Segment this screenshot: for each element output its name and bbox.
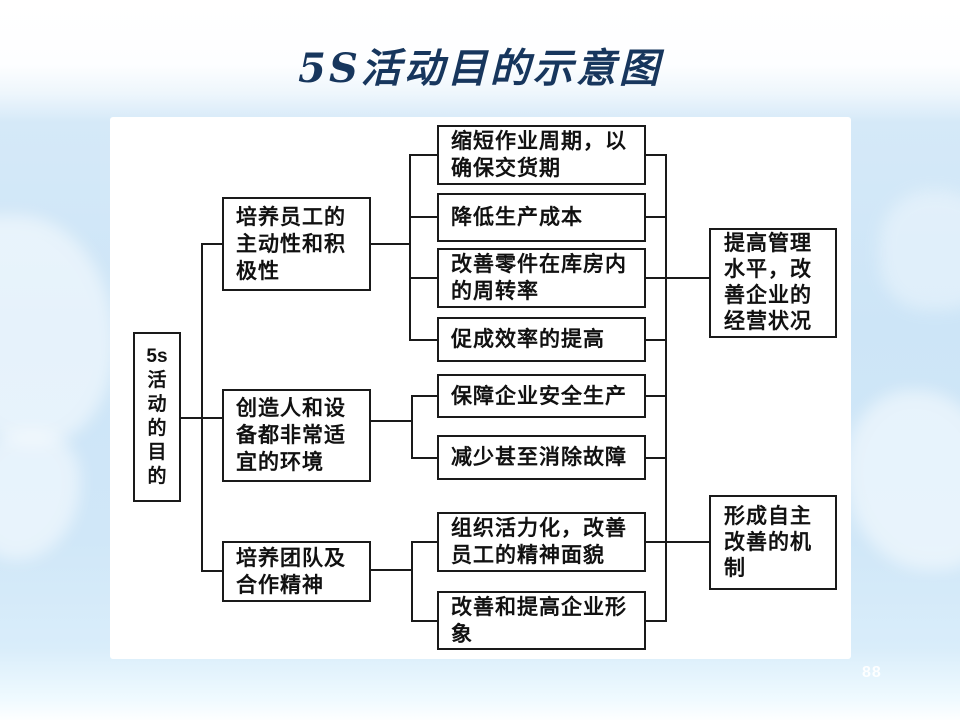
node-outcome-2: 降低生产成本: [437, 193, 646, 242]
node-outcome-3: 改善零件在库房内的周转率: [437, 248, 646, 308]
node-root: 5s 活 动 的 目 的: [133, 332, 181, 502]
map-decoration: [880, 190, 960, 310]
node-result-1: 提高管理水平，改善企业的经营状况: [709, 228, 837, 338]
node-outcome-8: 改善和提高企业形象: [437, 591, 646, 650]
connector: [646, 620, 667, 622]
connector: [646, 339, 667, 341]
connector: [201, 243, 222, 245]
connector: [371, 569, 413, 571]
connector: [201, 570, 222, 572]
page-number: 88: [862, 664, 882, 681]
node-root-line: 动: [147, 394, 167, 415]
node-root-line: 的: [147, 418, 167, 439]
connector: [201, 243, 203, 572]
node-root-line: 活: [147, 370, 167, 391]
connector: [409, 277, 437, 279]
connector: [409, 154, 437, 156]
node-purpose-2: 创造人和设备都非常适宜的环境: [222, 389, 371, 482]
connector: [646, 216, 667, 218]
connector: [646, 395, 667, 397]
map-decoration: [845, 390, 960, 570]
connector: [409, 154, 411, 341]
node-outcome-6: 减少甚至消除故障: [437, 435, 646, 480]
node-outcome-4: 促成效率的提高: [437, 317, 646, 362]
connector: [646, 457, 667, 459]
connector: [409, 216, 437, 218]
page-title: 5S活动目的示意图: [298, 45, 662, 92]
node-root-line: 的: [147, 466, 167, 487]
node-outcome-1: 缩短作业周期，以确保交货期: [437, 125, 646, 185]
connector: [665, 154, 667, 622]
connector: [411, 457, 437, 459]
connector: [411, 541, 437, 543]
connector: [409, 339, 437, 341]
connector: [646, 277, 709, 279]
connector: [411, 541, 413, 622]
connector: [371, 243, 411, 245]
node-outcome-5: 保障企业安全生产: [437, 374, 646, 418]
connector: [411, 395, 413, 459]
node-root-line: 5s: [146, 346, 168, 367]
node-purpose-1: 培养员工的主动性和积极性: [222, 197, 371, 291]
connector: [411, 395, 437, 397]
connector: [411, 620, 437, 622]
map-decoration: [0, 430, 80, 560]
node-purpose-3: 培养团队及合作精神: [222, 541, 371, 602]
connector: [646, 154, 667, 156]
connector: [371, 420, 413, 422]
node-root-line: 目: [147, 442, 167, 463]
connector: [646, 541, 709, 543]
node-result-2: 形成自主改善的机制: [709, 495, 837, 590]
map-decoration: [0, 215, 115, 445]
node-outcome-7: 组织活力化，改善员工的精神面貌: [437, 512, 646, 572]
